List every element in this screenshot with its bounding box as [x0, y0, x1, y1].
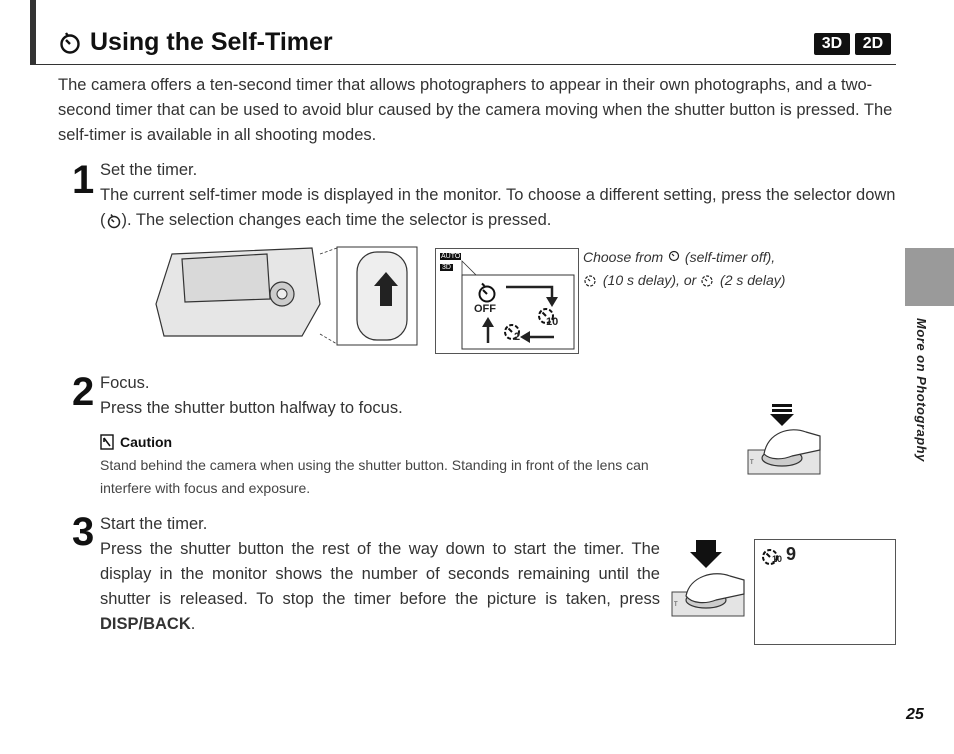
section-tab: [905, 248, 954, 306]
step-1-text: Set the timer. The current self-timer mo…: [100, 158, 900, 233]
step-2-body: Press the shutter button halfway to focu…: [100, 399, 403, 417]
caution-icon: [100, 434, 114, 450]
self-timer-off-icon: [478, 282, 496, 303]
self-timer-10-icon: [584, 275, 596, 287]
countdown-monitor: 10 9: [754, 539, 896, 645]
cycle-arrows: [461, 260, 575, 350]
ten-label: 10: [546, 316, 559, 328]
self-timer-off-icon: [668, 251, 680, 262]
shutter-full-press-illustration: T: [671, 540, 745, 617]
caution-body: Stand behind the camera when using the s…: [100, 457, 649, 496]
step-2-title: Focus.: [100, 374, 150, 392]
badge-3d: 3D: [814, 33, 850, 55]
disp-back-button-label: DISP/BACK: [100, 615, 191, 633]
page-title-text: Using the Self-Timer: [90, 28, 333, 56]
self-timer-icon: [107, 213, 120, 228]
self-timer-2-icon: [701, 275, 713, 287]
page-title: Using the Self-Timer: [58, 28, 333, 57]
step-1-number: 1: [72, 158, 95, 202]
intro-paragraph: The camera offers a ten-second timer tha…: [58, 76, 893, 144]
step-3-title: Start the timer.: [100, 515, 208, 533]
step-3-text: Start the timer. Press the shutter butto…: [100, 512, 660, 637]
step-2-number: 2: [72, 370, 95, 414]
self-timer-icon: [60, 31, 80, 54]
step-3-number: 3: [72, 510, 95, 554]
svg-text:T: T: [750, 460, 754, 466]
section-label: More on Photography: [914, 318, 929, 462]
countdown-mode-sub: 10: [772, 554, 783, 564]
self-timer-2-icon: [504, 324, 520, 340]
page-number: 25: [906, 706, 924, 723]
header-rule: [30, 64, 896, 65]
step-1-title: Set the timer.: [100, 161, 198, 179]
self-timer-10-icon: [538, 308, 554, 324]
mode-3d-badge: 3D: [440, 264, 453, 271]
shutter-half-press-illustration: T: [747, 404, 821, 475]
self-timer-10-icon: [762, 549, 778, 565]
svg-text:T: T: [674, 602, 678, 608]
two-label: 2: [514, 331, 521, 343]
step-1-body: The current self-timer mode is displayed…: [100, 186, 896, 229]
badge-2d: 2D: [855, 33, 891, 55]
step-3-body: Press the shutter button the rest of the…: [100, 540, 660, 633]
mode-auto-badge: AUTO: [440, 253, 462, 260]
header-accent-bar: [30, 0, 36, 64]
countdown-seconds: 9: [786, 544, 797, 564]
figure-1-caption: Choose from (self-timer off), (10 s dela…: [583, 249, 786, 288]
mode-cycle-display: AUTO 3D OFF 10 2: [435, 248, 579, 354]
off-label: OFF: [474, 303, 496, 315]
camera-back-illustration: [155, 246, 418, 346]
caution-heading: Caution: [100, 434, 172, 450]
step-2-text: Focus. Press the shutter button halfway …: [100, 371, 700, 421]
